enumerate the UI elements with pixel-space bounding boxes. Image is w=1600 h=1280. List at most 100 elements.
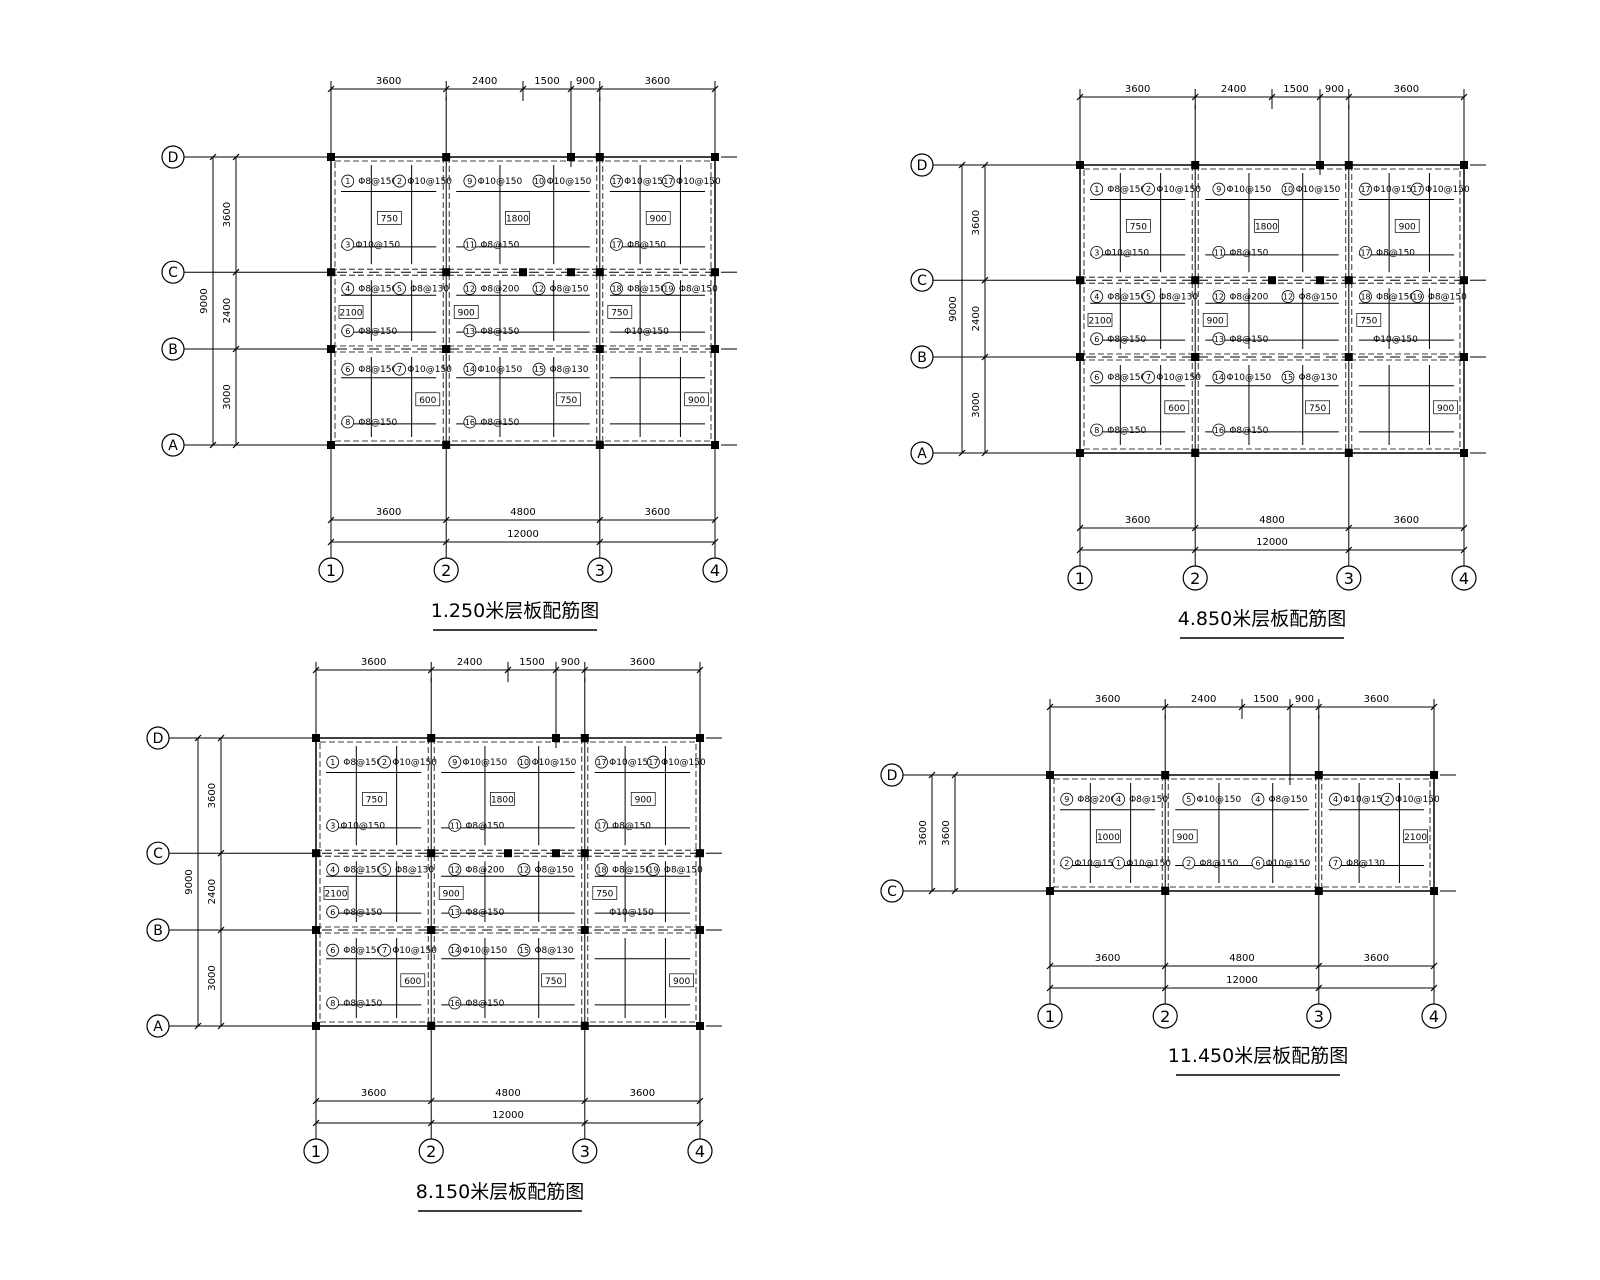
column-square: [595, 268, 604, 277]
bar-mark-circle: [1359, 245, 1372, 259]
bar-mark-circle: [448, 819, 462, 832]
bar-mark-number: 12: [534, 285, 544, 294]
rebar-note: Φ10@150: [1266, 859, 1311, 869]
inner-dimension-box: [505, 211, 530, 225]
bar-mark-number: 2: [382, 758, 387, 767]
axis-bubble-3: [1336, 565, 1362, 591]
bar-mark-number: 9: [452, 758, 457, 767]
top-dimension-label: 900: [1295, 694, 1314, 705]
inner-dimension-box: [684, 392, 709, 407]
inner-dimension-label: 900: [458, 308, 475, 318]
bar-mark-number: 5: [1186, 795, 1191, 804]
rebar-note: Φ10@150: [477, 177, 522, 187]
side-total-label: 9000: [199, 288, 210, 313]
inner-dimension-label: 900: [688, 396, 705, 406]
bar-mark-circle: [393, 282, 406, 295]
dim-tick: [312, 1097, 320, 1105]
inner-dimension-box: [438, 886, 464, 900]
column-square: [1191, 449, 1200, 457]
column-square: [1161, 771, 1170, 779]
dim-tick: [1046, 703, 1054, 711]
dim-tick: [696, 1119, 704, 1127]
rebar-note: Φ8@150: [1298, 293, 1337, 303]
bar-mark-circle: [326, 819, 340, 832]
bar-mark-number: 7: [397, 365, 402, 374]
axis-bubble-C: [146, 841, 170, 865]
rebar-note: Φ8@150: [1107, 185, 1146, 195]
rebar-note: Φ8@150: [343, 946, 382, 956]
inner-dimension-label: 750: [1309, 404, 1326, 414]
column-square: [519, 268, 527, 277]
bar-mark-number: 15: [519, 946, 529, 955]
rebar-note: Φ8@150: [358, 177, 397, 187]
bar-mark-circle: [595, 863, 608, 876]
inner-dimension-label: 750: [560, 396, 577, 406]
bar-mark-number: 11: [1214, 248, 1224, 257]
axis-letter: A: [168, 438, 178, 454]
column-square: [312, 1022, 320, 1030]
bar-mark-number: 8: [330, 999, 335, 1008]
top-dimension-label: 2400: [457, 657, 482, 668]
bar-mark-number: 1: [330, 758, 335, 767]
inner-dimension-box: [556, 392, 581, 407]
rebar-note: Φ8@150: [343, 866, 382, 876]
rebar-note: Φ8@150: [1107, 373, 1146, 383]
bar-mark-number: 12: [1283, 293, 1293, 302]
rebar-note: Φ8@130: [534, 946, 573, 956]
bar-mark-number: 2: [1146, 185, 1151, 194]
inner-dimension-label: 1000: [1097, 833, 1120, 843]
axis-number: 4: [710, 561, 720, 580]
dim-tick: [194, 1022, 202, 1030]
bar-mark-number: 3: [330, 821, 335, 830]
bar-mark-circle: [326, 943, 340, 957]
bar-mark-number: 10: [519, 758, 529, 767]
inner-dimension-box: [1356, 313, 1382, 327]
rebar-note: Φ10@150: [1074, 859, 1119, 869]
bar-mark-number: 6: [330, 908, 335, 917]
axis-letter: B: [168, 342, 178, 358]
dim-tick: [1191, 93, 1199, 101]
inner-dimension-box: [490, 792, 515, 806]
column-square: [312, 734, 320, 742]
bar-mark-number: 3: [345, 240, 350, 249]
bar-mark-circle: [1251, 792, 1265, 806]
column-square: [1076, 161, 1084, 169]
side-dimension-label: 3600: [207, 783, 218, 808]
column-square: [696, 849, 704, 858]
inner-dimension-box: [1164, 400, 1190, 415]
column-square: [312, 926, 320, 934]
bar-mark-circle: [393, 174, 406, 188]
rebar-note: Φ10@150: [676, 177, 721, 187]
axis-bubble-A: [161, 433, 185, 457]
column-square: [427, 849, 436, 858]
column-square: [1161, 887, 1170, 895]
slab-outline: [1079, 164, 1465, 454]
axis-bubble-B: [910, 345, 934, 369]
rebar-note: Φ10@150: [1373, 185, 1418, 195]
dim-tick: [427, 666, 435, 674]
axis-bubble-2: [1152, 1003, 1178, 1029]
axis-bubble-D: [880, 763, 904, 787]
dim-tick: [981, 353, 989, 361]
bar-mark-circle: [610, 174, 623, 188]
top-dimension-label: 3600: [1125, 84, 1150, 95]
axis-bubble-4: [687, 1138, 713, 1164]
top-dimension-label: 1500: [519, 657, 544, 668]
dim-tick: [928, 887, 936, 895]
top-dimension-label: 3600: [376, 76, 401, 87]
axis-number: 2: [1190, 569, 1200, 588]
column-square: [595, 441, 604, 449]
side-dimension-label: 3600: [222, 202, 233, 227]
rebar-note: Φ8@150: [465, 821, 504, 831]
rebar-note: Φ8@150: [1229, 426, 1268, 436]
dim-tick: [442, 85, 450, 93]
dim-tick: [209, 153, 217, 161]
rebar-note: Φ8@130: [395, 866, 434, 876]
column-square: [1460, 276, 1468, 285]
drawing-title: 1.250米层板配筋图: [431, 600, 599, 622]
column-square: [595, 153, 604, 161]
bar-mark-number: 13: [465, 327, 475, 336]
bar-mark-number: 3: [1094, 248, 1099, 257]
axis-bubble-A: [910, 441, 934, 465]
top-dimension-label: 2400: [1221, 84, 1246, 95]
